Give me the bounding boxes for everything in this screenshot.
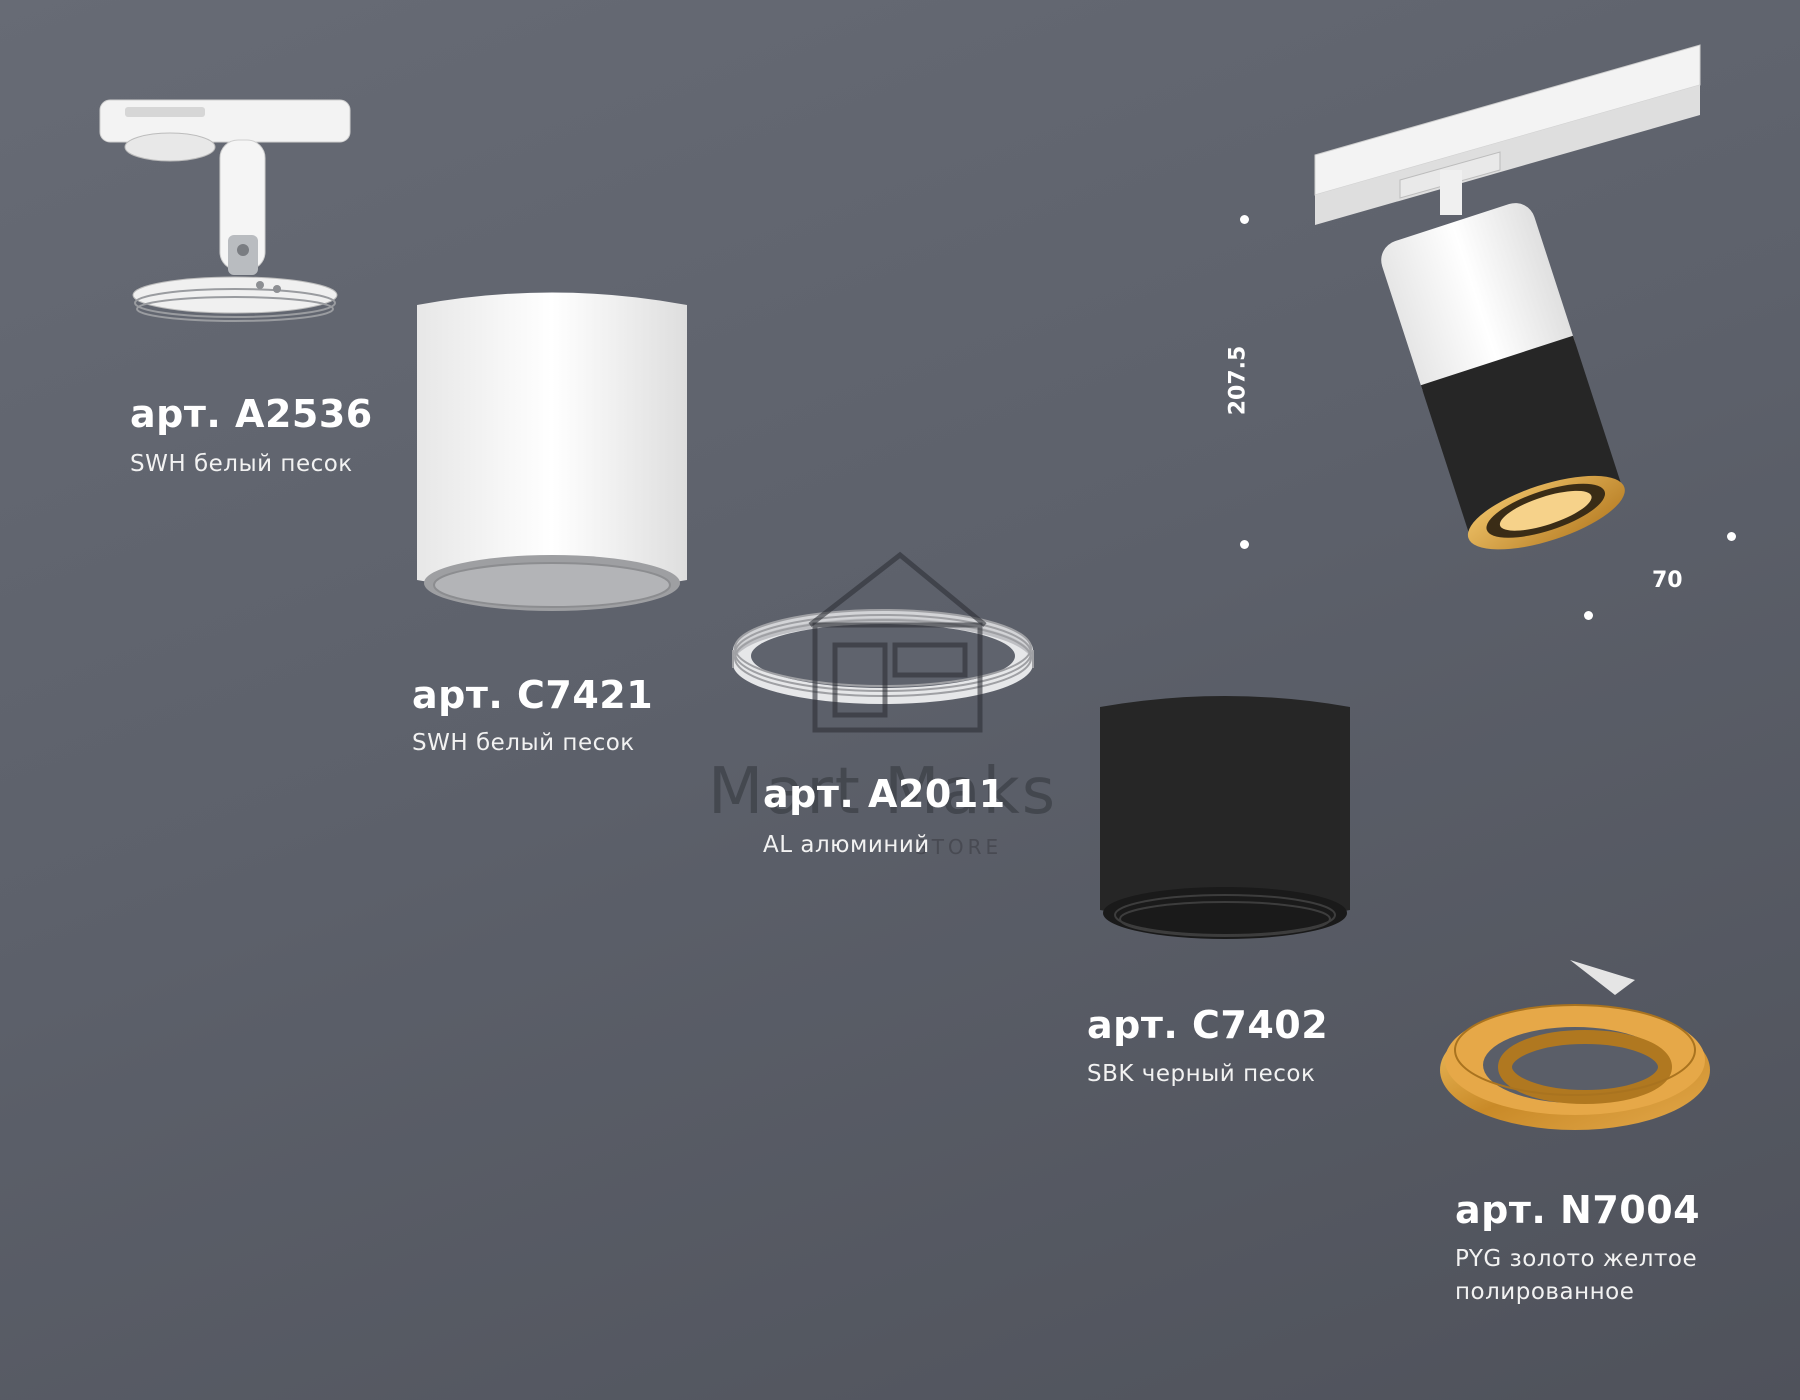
item-finish: SWH белый песок <box>412 730 635 756</box>
item-article: арт. C7402 <box>1087 1003 1329 1047</box>
item-finish: AL алюминий <box>763 832 930 858</box>
watermark-tagline: STORE <box>915 835 1003 859</box>
dimension-dot <box>1240 215 1249 224</box>
item-finish: SWH белый песок <box>130 451 353 477</box>
item-finish-line-1: PYG золото желтое <box>1455 1246 1698 1272</box>
item-article: арт. A2011 <box>763 772 1006 816</box>
assembled-track-light-icon <box>1314 44 1701 550</box>
gold-rotating-frame-icon <box>1440 960 1710 1130</box>
item-article: арт. N7004 <box>1455 1188 1701 1232</box>
watermark-brand: Mart Maks <box>708 755 1058 829</box>
watermark-store-icon <box>808 551 987 733</box>
dimension-dot <box>1584 611 1593 620</box>
track-adapter-icon <box>99 99 351 322</box>
diameter-dimension: 70 <box>1652 568 1683 593</box>
item-finish-line-2: полированное <box>1455 1279 1635 1305</box>
dimension-dot <box>1240 540 1249 549</box>
item-finish: SBK черный песок <box>1087 1061 1316 1087</box>
black-cylinder-body-icon <box>1100 696 1350 939</box>
item-article: арт. C7421 <box>412 673 654 717</box>
dimension-dot <box>1727 532 1736 541</box>
height-dimension: 207.5 <box>1225 345 1251 416</box>
item-article: арт. A2536 <box>130 392 373 436</box>
white-cylinder-body-icon <box>417 292 687 611</box>
